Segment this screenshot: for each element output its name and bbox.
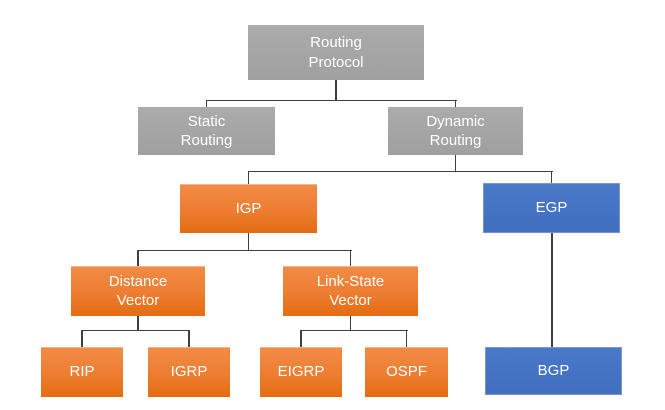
node-dynamic-routing: Dynamic Routing	[388, 107, 523, 155]
node-bgp: BGP	[485, 347, 622, 395]
node-bgp-label: BGP	[537, 362, 570, 380]
node-igp: IGP	[180, 184, 317, 233]
connector-level4a-bar	[81, 329, 191, 331]
connector-ospf-drop	[405, 330, 408, 347]
node-igrp: IGRP	[148, 347, 230, 397]
connector-distance-vector-drop	[137, 250, 139, 266]
node-igp-label: IGP	[235, 199, 262, 217]
connector-level4b-bar	[300, 329, 408, 331]
connector-eigrp-drop	[300, 330, 302, 347]
node-rip-label: RIP	[69, 363, 95, 381]
connector-dynamic-drop	[454, 100, 457, 108]
node-ospf: OSPF	[365, 347, 448, 397]
connector-igp-drop	[247, 171, 250, 184]
node-egp-label: EGP	[535, 199, 568, 217]
node-static-routing: Static Routing	[138, 107, 275, 155]
connector-link-state-stem	[349, 316, 352, 331]
node-rip: RIP	[41, 347, 123, 397]
connector-level1-bar	[205, 99, 457, 101]
node-dynamic-routing-label: Dynamic Routing	[426, 112, 485, 150]
node-eigrp-label: EIGRP	[277, 363, 325, 381]
connector-igrp-drop	[188, 330, 190, 347]
node-egp: EGP	[483, 183, 620, 233]
connector-level3-bar	[137, 249, 352, 251]
connector-link-state-drop	[349, 250, 352, 266]
node-link-state-vector: Link-State Vector	[283, 266, 418, 316]
connector-egp-bgp	[551, 233, 553, 347]
connector-routing-protocol-stem	[335, 80, 337, 101]
node-eigrp: EIGRP	[260, 347, 342, 397]
connector-static-drop	[205, 100, 208, 108]
node-routing-protocol: Routing Protocol	[248, 25, 424, 80]
node-distance-vector: Distance Vector	[71, 266, 205, 316]
node-link-state-vector-label: Link-State Vector	[316, 272, 385, 310]
connector-dynamic-stem	[454, 155, 457, 172]
node-distance-vector-label: Distance Vector	[108, 272, 168, 310]
connector-egp-drop	[550, 171, 553, 184]
node-igrp-label: IGRP	[170, 363, 208, 381]
node-ospf-label: OSPF	[386, 363, 427, 381]
connector-rip-drop	[81, 330, 83, 347]
node-static-routing-label: Static Routing	[180, 112, 233, 150]
node-routing-protocol-label: Routing Protocol	[308, 34, 364, 71]
connector-distance-vector-stem	[137, 316, 139, 331]
connector-igp-stem	[247, 233, 250, 251]
connector-level2-bar	[247, 170, 553, 172]
